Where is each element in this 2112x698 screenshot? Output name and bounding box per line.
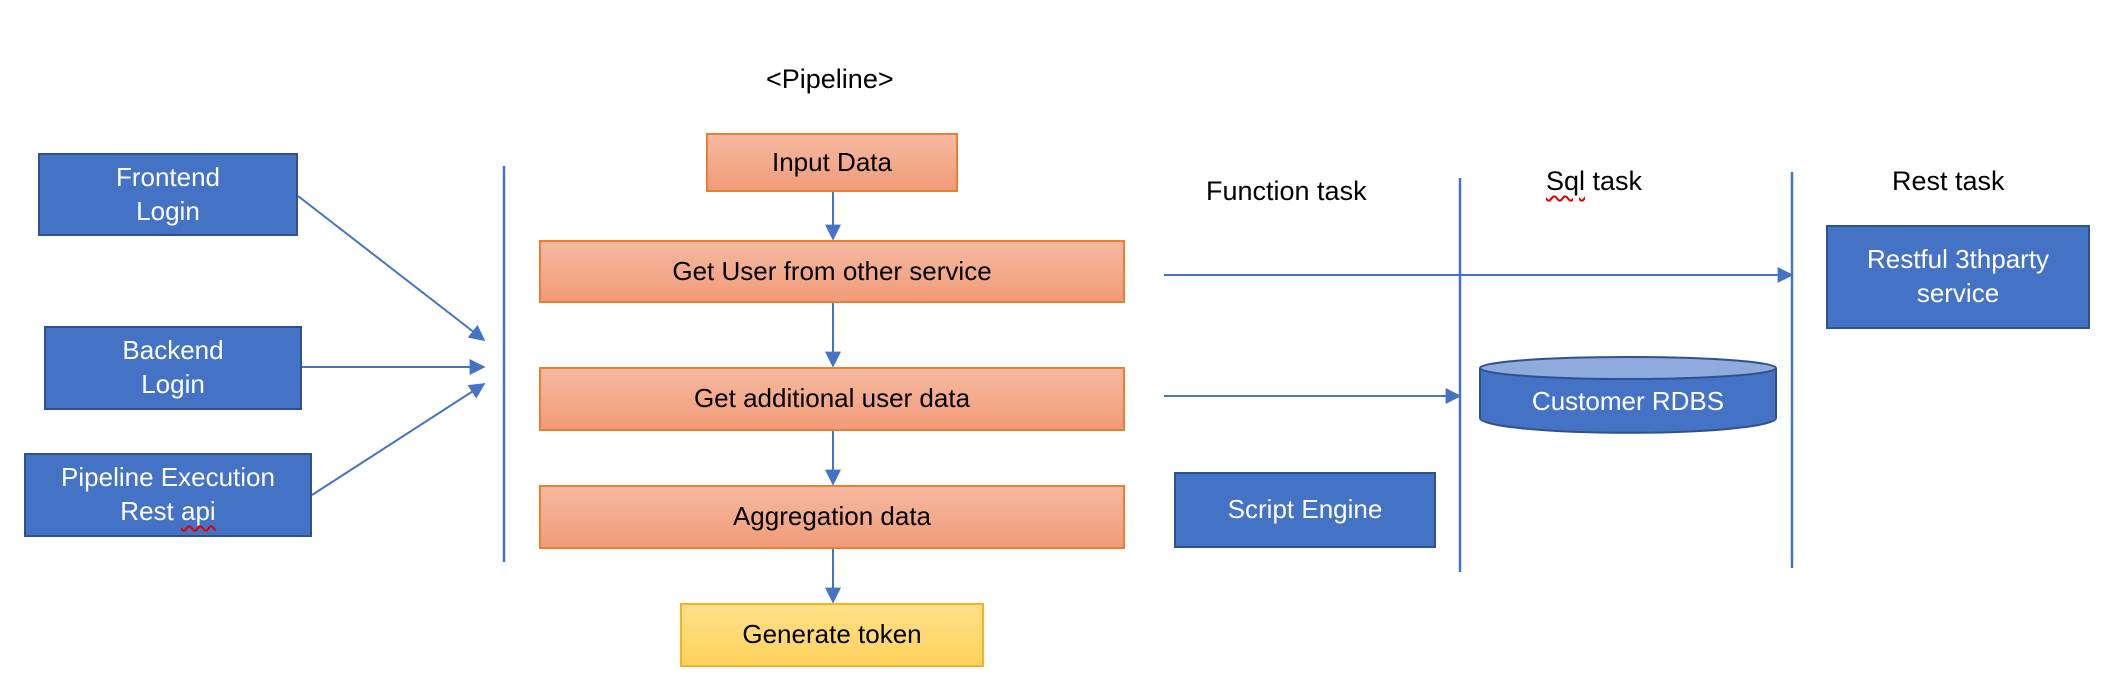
customer-rdbs-label: Customer RDBS	[1531, 386, 1725, 417]
script-engine-box: Script Engine	[1174, 472, 1436, 548]
lane-rest-task: Rest task	[1892, 166, 2005, 196]
pipeline-execution-box: Pipeline Execution Rest api	[24, 453, 312, 537]
lane-sql-rest-word: task	[1585, 166, 1643, 196]
lane-sql-task: Sql task	[1546, 166, 1642, 197]
restful-line2: service	[1916, 278, 2000, 308]
pipeline-exec-line2: Rest api	[61, 495, 275, 529]
pipeline-exec-line2-a: Rest	[120, 496, 181, 526]
frontend-line1: Frontend	[115, 161, 221, 192]
pipeline-exec-line2-b: api	[180, 496, 216, 526]
step-aggregation: Aggregation data	[539, 485, 1125, 549]
restful-line1: Restful 3thparty	[1866, 244, 2050, 275]
arrow-frontend	[297, 195, 486, 341]
frontend-line2: Login	[136, 195, 200, 226]
lane-sql-word: Sql	[1546, 166, 1586, 196]
step-additional-user-data: Get additional user data	[539, 367, 1125, 431]
restful-service-box: Restful 3thparty service	[1826, 225, 2090, 329]
lane-function-task: Function task	[1206, 176, 1367, 206]
step-input-data: Input Data	[706, 133, 958, 192]
step-generate-token: Generate token	[680, 603, 984, 667]
pipeline-exec-line1: Pipeline Execution	[61, 462, 275, 493]
arrow-pipeline-exec	[311, 383, 486, 496]
step-get-user: Get User from other service	[539, 240, 1125, 303]
database-cylinder-icon	[1479, 356, 1777, 434]
backend-login-box: Backend Login	[44, 326, 302, 410]
backend-line2: Login	[141, 369, 205, 399]
pipeline-title: <Pipeline>	[766, 64, 894, 94]
backend-line1: Backend	[122, 335, 224, 366]
frontend-login-box: Frontend Login	[38, 153, 298, 236]
